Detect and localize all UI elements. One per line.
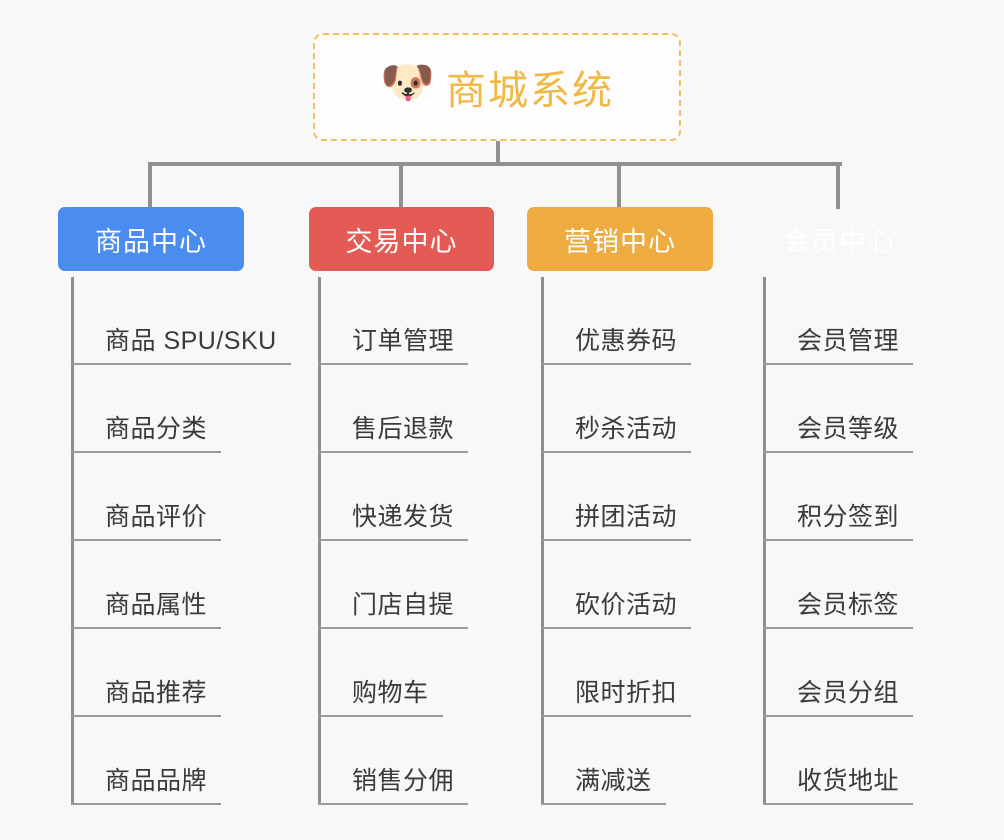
leaf-underline [541,803,666,805]
leaf-item[interactable]: 会员标签 [763,541,913,629]
root-node-title: 商城系统 [446,69,614,113]
leaf-underline [763,451,913,453]
leaf-item-label: 商品评价 [105,503,208,531]
leaf-underline [541,451,691,453]
leaf-underline [71,627,221,629]
leaf-underline [318,715,443,717]
leaf-underline [541,715,691,717]
leaf-item-label: 快递发货 [352,503,455,531]
leaf-item[interactable]: 订单管理 [318,277,468,365]
branch-spine [318,277,321,805]
leaf-underline [541,627,691,629]
root-node-shopping-mall-system[interactable]: 🐶 商城系统 [313,33,681,141]
leaf-item-label: 订单管理 [352,327,455,355]
leaf-item[interactable]: 门店自提 [318,541,468,629]
leaf-item[interactable]: 商品品牌 [71,717,277,805]
category-label: 会员中心 [783,226,895,257]
leaf-item[interactable]: 购物车 [318,629,454,717]
connector-root-stem [496,141,500,164]
connector-drop-1 [148,162,152,209]
leaf-underline [71,451,221,453]
leaf-underline [318,803,468,805]
category-node-member-center[interactable]: 会员中心 [746,207,932,271]
leaf-item[interactable]: 限时折扣 [541,629,691,717]
leaf-item[interactable]: 快递发货 [318,453,468,541]
leaf-item-label: 秒杀活动 [575,415,678,443]
leaf-item-label: 收货地址 [797,767,900,795]
leaf-underline [763,363,913,365]
leaf-item[interactable]: 商品分类 [71,365,277,453]
leaf-item[interactable]: 收货地址 [763,717,913,805]
leaf-underline [541,539,691,541]
leaf-item[interactable]: 积分签到 [763,453,913,541]
leaf-item[interactable]: 砍价活动 [541,541,691,629]
leaf-underline [763,627,913,629]
leaf-underline [71,803,221,805]
shiba-dog-face-icon: 🐶 [380,58,435,107]
leaf-item-label: 会员等级 [797,415,900,443]
leaf-item-label: 商品属性 [105,591,208,619]
leaf-underline [71,363,291,365]
leaf-item[interactable]: 销售分佣 [318,717,468,805]
branch-column-product-center: 商品 SPU/SKU 商品分类 商品评价 商品属性 商品推荐 商品品牌 [71,277,291,805]
branch-column-marketing-center: 优惠券码 秒杀活动 拼团活动 砍价活动 限时折扣 满减送 [541,277,691,805]
leaf-item-label: 限时折扣 [575,679,678,707]
connector-horizontal-bus [150,162,842,166]
leaf-item-label: 商品品牌 [105,767,208,795]
category-label: 交易中心 [345,226,458,257]
leaf-underline [763,715,913,717]
leaf-item-label: 积分签到 [797,503,900,531]
branch-column-trade-center: 订单管理 售后退款 快递发货 门店自提 购物车 销售分佣 [318,277,468,805]
branch-spine [71,277,74,805]
leaf-item-label: 商品 SPU/SKU [105,327,277,355]
leaf-item[interactable]: 优惠券码 [541,277,691,365]
connector-drop-2 [399,162,403,209]
category-node-trade-center[interactable]: 交易中心 [309,207,494,271]
leaf-item-label: 售后退款 [352,415,455,443]
leaf-item-label: 销售分佣 [352,767,455,795]
connector-drop-4 [836,162,840,209]
leaf-item-label: 门店自提 [352,591,455,619]
leaf-item[interactable]: 秒杀活动 [541,365,691,453]
leaf-item-label: 商品推荐 [105,679,208,707]
leaf-item-label: 会员管理 [797,327,900,355]
category-label: 营销中心 [564,226,676,257]
leaf-underline [541,363,691,365]
leaf-item-label: 满减送 [575,767,652,795]
leaf-underline [318,627,468,629]
leaf-item[interactable]: 商品推荐 [71,629,277,717]
leaf-item-label: 拼团活动 [575,503,678,531]
leaf-item-label: 会员标签 [797,591,900,619]
branch-spine [763,277,766,805]
leaf-item-label: 购物车 [352,679,429,707]
leaf-item[interactable]: 会员分组 [763,629,913,717]
leaf-item[interactable]: 售后退款 [318,365,468,453]
connector-drop-3 [617,162,621,209]
leaf-item[interactable]: 商品属性 [71,541,277,629]
leaf-underline [318,451,468,453]
leaf-item[interactable]: 会员管理 [763,277,913,365]
leaf-underline [763,803,913,805]
leaf-item-label: 优惠券码 [575,327,678,355]
leaf-item[interactable]: 满减送 [541,717,677,805]
category-node-product-center[interactable]: 商品中心 [58,207,244,271]
leaf-item[interactable]: 会员等级 [763,365,913,453]
leaf-underline [763,539,913,541]
category-label: 商品中心 [95,226,207,257]
leaf-item[interactable]: 拼团活动 [541,453,691,541]
leaf-item[interactable]: 商品评价 [71,453,277,541]
leaf-underline [318,363,468,365]
leaf-underline [71,715,221,717]
branch-spine [541,277,544,805]
leaf-item-label: 会员分组 [797,679,900,707]
leaf-item-label: 商品分类 [105,415,208,443]
leaf-underline [71,539,221,541]
branch-column-member-center: 会员管理 会员等级 积分签到 会员标签 会员分组 收货地址 [763,277,913,805]
category-node-marketing-center[interactable]: 营销中心 [527,207,713,271]
leaf-underline [318,539,468,541]
leaf-item-label: 砍价活动 [575,591,678,619]
leaf-item[interactable]: 商品 SPU/SKU [71,277,291,365]
